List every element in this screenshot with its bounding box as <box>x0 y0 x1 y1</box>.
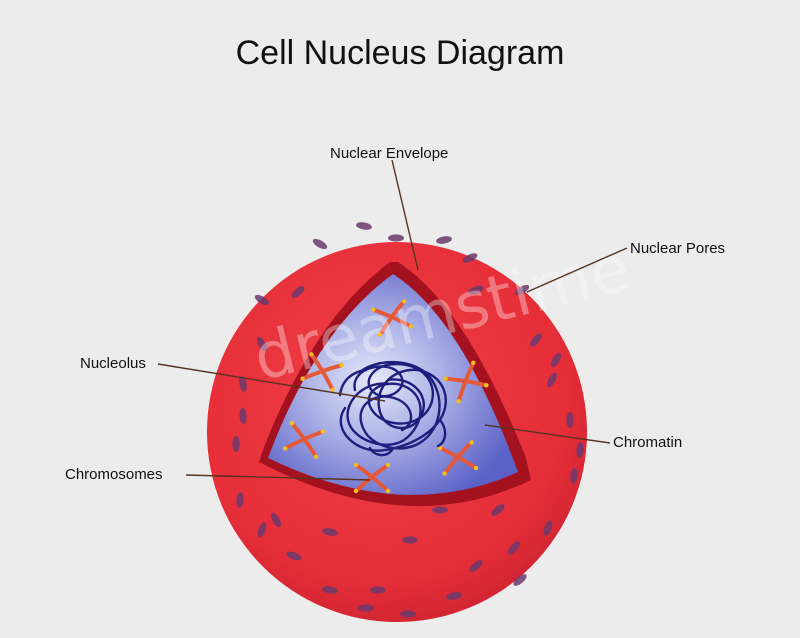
nuclear-pore-icon <box>236 492 244 508</box>
nuclear-pore-icon <box>543 520 553 536</box>
nuclear-pore-icon <box>576 442 584 458</box>
leader-nucleolus <box>157 363 386 402</box>
label-nuclear-envelope: Nuclear Envelope <box>330 145 448 162</box>
chromosome-icon <box>353 462 391 494</box>
nuclear-pore-icon <box>370 586 386 594</box>
nuclear-pore-icon <box>530 333 542 347</box>
chromosome-icon <box>370 299 414 337</box>
nuclear-pore-icon <box>358 604 374 612</box>
nuclear-pore-icon <box>436 236 452 244</box>
nuclear-pore-icon <box>469 560 483 572</box>
nuclear-pore-icon <box>322 528 338 536</box>
nuclear-pore-icon <box>446 592 462 600</box>
nuclear-pore-icon <box>550 352 562 368</box>
label-chromatin: Chromatin <box>613 434 682 451</box>
nuclear-pore-icon <box>322 586 338 594</box>
nuclear-pore-icon <box>257 522 267 538</box>
label-nuclear-pores: Nuclear Pores <box>630 240 725 257</box>
nuclear-pore-icon <box>270 512 282 528</box>
label-nucleolus: Nucleolus <box>80 355 146 372</box>
chromosome-icon <box>282 421 326 459</box>
nuclear-pore-icon <box>462 253 478 263</box>
diagram-title: Cell Nucleus Diagram <box>236 34 565 72</box>
chromosome-icon <box>300 352 344 392</box>
label-chromosomes: Chromosomes <box>65 466 163 483</box>
nuclear-pore-icon <box>388 234 404 242</box>
nuclear-pore-icon <box>239 376 247 392</box>
nuclear-pore-icon <box>432 506 448 514</box>
nuclear-pore-icon <box>232 436 240 452</box>
nuclear-pore-icon <box>312 238 328 250</box>
nuclear-pore-icon <box>468 285 484 295</box>
chromosomes-group <box>282 299 489 494</box>
nuclear-pore-icon <box>254 294 270 306</box>
nuclear-pore-icon <box>400 610 416 618</box>
nuclear-pore-icon <box>291 286 305 298</box>
nuclear-pore-icon <box>256 336 268 352</box>
nuclear-pore-icon <box>239 408 247 424</box>
nucleus: dreamstime <box>207 222 637 622</box>
leader-lines <box>157 159 628 481</box>
nuclear-pore-icon <box>570 468 578 484</box>
leader-nuclear-pores <box>526 247 628 293</box>
leader-chromosomes <box>185 474 371 481</box>
nuclear-pore-icon <box>513 574 527 586</box>
leader-nuclear-envelope <box>391 159 419 271</box>
chromatin-coil <box>338 360 447 457</box>
chromosome-icon <box>443 360 489 404</box>
nuclear-pore-icon <box>491 504 505 516</box>
nuclear-pore-icon <box>508 541 520 555</box>
nuclear-pore-icon <box>356 222 372 230</box>
nuclear-pores-group <box>232 222 584 618</box>
nuclear-pore-icon <box>546 372 558 388</box>
nuclear-pore-icon <box>286 551 302 561</box>
chromosome-icon <box>437 440 479 476</box>
leader-chromatin <box>484 424 611 444</box>
nuclear-pore-icon <box>402 536 418 544</box>
nuclear-pore-icon <box>566 412 574 428</box>
nuclear-pore-icon <box>514 284 530 296</box>
